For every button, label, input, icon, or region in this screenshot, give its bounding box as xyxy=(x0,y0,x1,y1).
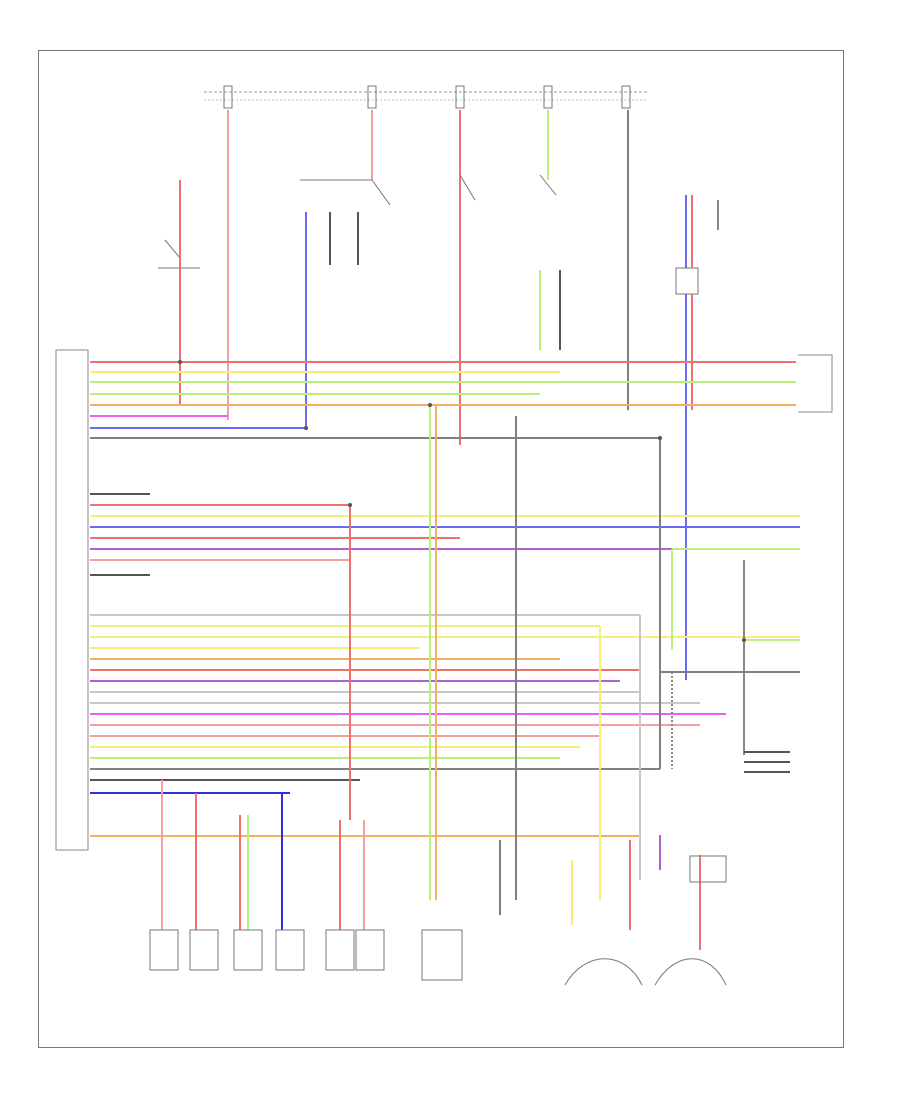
ecu-connector xyxy=(55,349,89,851)
upper-harness xyxy=(90,361,796,439)
component-6 xyxy=(355,929,385,971)
fuse-1 xyxy=(223,85,233,109)
relay-box-5 xyxy=(675,267,699,295)
component-7 xyxy=(421,929,463,981)
fuse-5 xyxy=(621,85,631,109)
splice-points xyxy=(178,360,746,642)
vertical-drops xyxy=(349,405,745,900)
component-10 xyxy=(689,855,727,883)
switch-2 xyxy=(300,179,391,206)
fuse-2 xyxy=(367,85,377,109)
component-4 xyxy=(275,929,305,971)
component-3 xyxy=(233,929,263,971)
transmission-connector xyxy=(798,354,833,413)
component-8 xyxy=(564,958,643,986)
component-5 xyxy=(325,929,355,971)
fuse-4 xyxy=(543,85,553,109)
feed-wires xyxy=(227,110,629,445)
lower-harness xyxy=(90,614,800,837)
bottom-drops xyxy=(161,780,701,950)
relay-switches xyxy=(158,174,699,295)
switch-4 xyxy=(539,174,557,196)
component-9 xyxy=(654,958,727,986)
diagram-frame xyxy=(38,50,844,1048)
bottom-components xyxy=(149,855,727,986)
component-1 xyxy=(149,929,179,971)
middle-harness xyxy=(90,493,800,576)
fuse-group xyxy=(223,85,631,109)
fuse-3 xyxy=(455,85,465,109)
component-2 xyxy=(189,929,219,971)
switch-3 xyxy=(459,174,476,201)
